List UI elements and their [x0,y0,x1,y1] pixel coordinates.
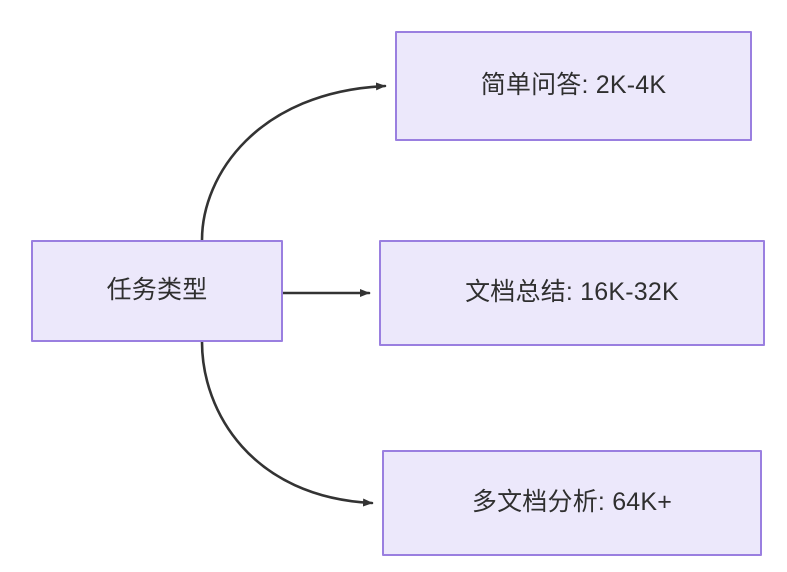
node-task-type[interactable]: 任务类型 [31,240,283,342]
node-multi-document-analysis-label: 多文档分析: 64K+ [471,488,673,517]
node-multi-document-analysis[interactable]: 多文档分析: 64K+ [382,450,762,556]
node-task-type-label: 任务类型 [106,276,208,305]
node-simple-qa-label: 简单问答: 2K-4K [480,71,667,100]
edge-root-simple [200,82,387,242]
node-document-summary[interactable]: 文档总结: 16K-32K [379,240,765,346]
edge-root-multidoc [200,340,374,507]
node-document-summary-label: 文档总结: 16K-32K [465,278,679,307]
node-simple-qa[interactable]: 简单问答: 2K-4K [395,31,752,141]
